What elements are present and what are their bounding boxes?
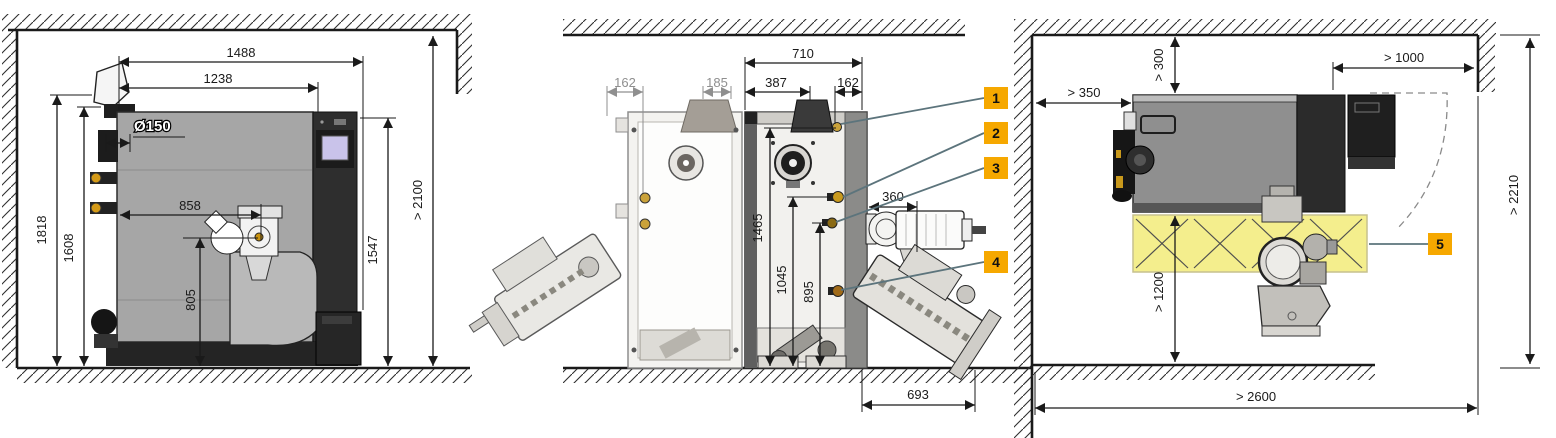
dim-height-flue-top: 1818 <box>34 216 49 245</box>
dim-motor-clearance: 360 <box>882 189 904 204</box>
door-panel <box>1347 94 1396 158</box>
callout-3-marker <box>984 157 1008 179</box>
door-swing-arc <box>1370 92 1448 231</box>
dim-flue-outlet-height: 1465 <box>750 214 765 243</box>
dim-right-clearance: > 1000 <box>1384 50 1424 65</box>
dim-flue-diameter: Ø150 <box>134 118 171 135</box>
rear-dimensions: 710 387 162 162 185 1465 1045 895 <box>606 46 976 412</box>
flue-outlet-target <box>832 122 842 132</box>
dim-rear-width: 710 <box>792 46 814 61</box>
feed-assembly-left <box>468 233 622 347</box>
dim-flue-center-offset: 387 <box>765 75 787 90</box>
side-junction-box <box>98 130 118 162</box>
plan-view: > 350 > 300 > 1000 > 2210 > 1200 > 2600 … <box>1014 19 1540 415</box>
flow-connection <box>90 172 117 184</box>
dim-auger-axis-height: 805 <box>183 289 198 311</box>
callout-5-marker <box>1428 233 1452 255</box>
callout-4-marker <box>984 251 1008 273</box>
dim-phantom-left-offset: 162 <box>614 75 636 90</box>
side-view: 1488 1238 Ø150 858 805 1818 1608 1547 <box>2 14 472 383</box>
rear-view-room-walls <box>563 19 1034 438</box>
dim-width-body: 1238 <box>204 71 233 86</box>
burner-plan <box>1112 111 1155 202</box>
callout-1-marker <box>984 87 1008 109</box>
return-connection <box>90 202 117 214</box>
dim-phantom-cap-width: 185 <box>706 75 728 90</box>
dim-left-clearance: > 350 <box>1068 85 1101 100</box>
dim-room-width: > 2600 <box>1236 389 1276 404</box>
rear-unit-phantom <box>615 99 743 369</box>
dim-height-boiler: 1547 <box>365 236 380 265</box>
rear-callouts: 1 2 3 4 <box>835 87 1008 291</box>
callout-2-number: 2 <box>992 125 1000 141</box>
plan-view-room-walls <box>1014 19 1496 380</box>
dim-front-clearance: > 1200 <box>1151 272 1166 312</box>
dim-return-height: 895 <box>801 281 816 303</box>
ash-motor <box>91 309 118 348</box>
callout-1-number: 1 <box>992 90 1000 106</box>
dim-flue-offset: 858 <box>179 198 201 213</box>
dim-room-depth: > 2210 <box>1506 175 1521 215</box>
rear-view: 710 387 162 162 185 1465 1045 895 <box>468 19 1034 438</box>
callout-3-number: 3 <box>992 160 1000 176</box>
dim-floor-extent: 693 <box>907 387 929 402</box>
dim-top-clearance: > 300 <box>1151 49 1166 82</box>
dim-width-total: 1488 <box>227 45 256 60</box>
callout-2-marker <box>984 122 1008 144</box>
callout-5-number: 5 <box>1436 236 1444 252</box>
flue-elbow <box>93 62 130 108</box>
plan-callouts: 5 <box>1369 233 1452 255</box>
side-view-room-walls <box>2 14 472 383</box>
dim-flow-height: 1045 <box>774 266 789 295</box>
display-screen <box>321 135 349 161</box>
dim-ceiling-min-height: > 2100 <box>410 180 425 220</box>
dim-height-connection: 1608 <box>61 234 76 263</box>
side-dimensions: 1488 1238 Ø150 858 805 1818 1608 1547 <box>34 36 438 366</box>
feed-assembly-plan <box>1257 185 1338 337</box>
dim-outlet-edge-offset: 162 <box>837 75 859 90</box>
plan-dimensions: > 350 > 300 > 1000 > 2210 > 1200 > 2600 <box>1034 34 1540 415</box>
flow-valve-target <box>827 191 844 203</box>
drain-valve-target <box>828 285 844 297</box>
callout-4-number: 4 <box>992 254 1000 270</box>
